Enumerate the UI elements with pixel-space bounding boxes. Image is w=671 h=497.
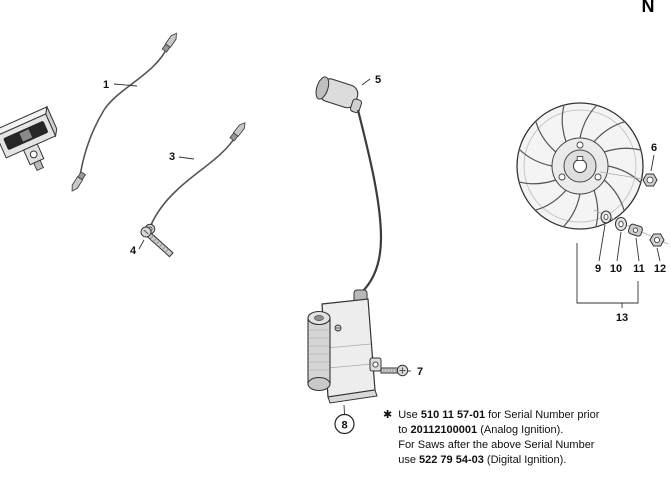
part-label-11: 11: [633, 263, 645, 275]
note-part-number: 522 79 54-03: [419, 454, 484, 466]
note-text: (Analog Ignition).: [477, 424, 564, 436]
section-letter: N: [641, 0, 655, 16]
serial-number-note: ✱ Use 510 11 57-01 for Serial Number pri…: [383, 408, 665, 468]
wire-1-bottom-terminal: [71, 171, 87, 192]
note-line: For Saws after the above Serial Number: [398, 438, 599, 453]
nut-12: [649, 233, 665, 247]
note-part-number: 510 11 57-01: [420, 409, 486, 421]
part-label-6: 6: [651, 142, 657, 154]
part-label-12: 12: [654, 263, 666, 275]
part-label-1: 1: [103, 79, 109, 91]
part-label-9: 9: [595, 263, 601, 275]
short-circuit-wire-1: [71, 32, 177, 192]
note-text: For Saws after the above Serial Number: [398, 439, 595, 451]
part-label-7: 7: [417, 366, 423, 378]
wire-1-top-terminal: [161, 32, 177, 53]
washer-9: [600, 210, 612, 224]
note-line: Use 510 11 57-01 for Serial Number prior: [398, 408, 599, 423]
ignition-switch-part: [0, 105, 58, 172]
part-label-8-circle: [334, 413, 355, 435]
ignition-module-8: [307, 289, 382, 404]
note-text: to: [398, 424, 411, 436]
note-text: Use: [398, 409, 421, 421]
note-line: use 522 79 54-03 (Digital Ignition).: [398, 453, 599, 468]
flywheel: [516, 102, 644, 230]
asterisk-icon: ✱: [383, 409, 393, 421]
part-label-4: 4: [130, 245, 137, 257]
spark-plug-boot-5: [315, 76, 363, 114]
note-line: to 20112100001 (Analog Ignition).: [398, 423, 599, 438]
leader-line-9: [598, 224, 606, 262]
note-text: (Digital Ignition).: [483, 454, 567, 466]
flywheel-fins: [518, 104, 642, 228]
note-part-number: 20112100001: [410, 424, 478, 436]
leader-line-5: [361, 78, 371, 86]
pawl-11: [628, 223, 643, 237]
leader-line-12: [656, 247, 661, 262]
screw-4: [140, 226, 174, 258]
leader-line-3: [178, 156, 195, 160]
screw-7: [380, 364, 409, 377]
part-label-5: 5: [375, 74, 381, 86]
high-tension-lead: [356, 109, 383, 293]
part-label-3: 3: [169, 151, 175, 163]
note-text: use: [398, 454, 420, 466]
note-text: for Serial Number prior: [485, 409, 600, 421]
nut-6: [642, 173, 658, 187]
bracket-line-13: [576, 243, 639, 304]
ground-wire-3: [144, 122, 246, 235]
part-label-10: 10: [610, 263, 622, 275]
leader-line-8: [343, 404, 345, 415]
wire-3-top-terminal: [229, 122, 246, 142]
leader-line-4: [138, 239, 145, 250]
leader-line-6: [650, 154, 655, 172]
axis-line-upper: [599, 171, 644, 180]
washer-10: [615, 217, 627, 231]
note-lines: Use 510 11 57-01 for Serial Number prior…: [398, 408, 599, 468]
leader-line-10: [616, 231, 622, 262]
leader-line-11: [635, 237, 640, 262]
leader-line-1: [113, 83, 138, 87]
part-label-8: 8: [341, 420, 347, 432]
part-label-13: 13: [616, 312, 628, 324]
